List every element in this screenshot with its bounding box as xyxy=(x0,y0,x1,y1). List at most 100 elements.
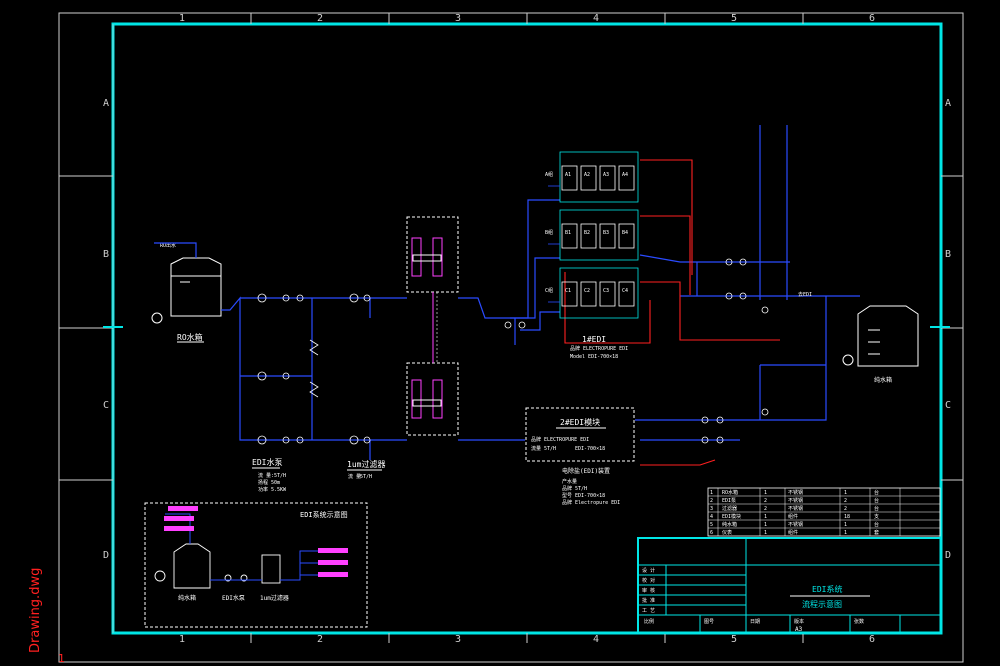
bom-cell: 套 xyxy=(874,529,879,536)
edi-module-tag: A3 xyxy=(603,172,609,178)
edi-module-tag: B1 xyxy=(565,230,571,236)
edi-module-tag: A2 xyxy=(584,172,590,178)
edi1-title: 1#EDI xyxy=(582,335,606,344)
inner-border xyxy=(111,22,943,635)
bom-cell: 5 xyxy=(710,522,713,528)
bom-cell: 18 xyxy=(844,514,850,520)
inset-title: EDI系统示意图 xyxy=(300,510,348,519)
bom-cell: 1 xyxy=(844,522,847,528)
filter-spec: 5T/H xyxy=(360,474,372,480)
edi2-flow: 流量 5T/H xyxy=(531,445,556,452)
pure-tank-tag xyxy=(842,354,854,366)
bom-cell: 1 xyxy=(764,490,767,496)
edi-module[interactable] xyxy=(580,165,597,191)
edi-module-tag: C1 xyxy=(565,288,571,294)
tb-scale: A3 xyxy=(795,626,803,633)
bom-cell: 3 xyxy=(710,506,713,512)
edi-module-tag: B3 xyxy=(603,230,609,236)
bom-cell: 过滤器 xyxy=(722,505,737,512)
edi2-unit[interactable]: 2#EDI模块 品牌 ELECTROPURE EDI 流量 5T/H EDI-7… xyxy=(525,407,635,462)
page-number: 1 xyxy=(58,652,65,665)
svg-text:A组: A组 xyxy=(545,171,553,178)
bom-cell: 1 xyxy=(764,522,767,528)
edi-module[interactable] xyxy=(580,223,597,249)
edi-module-tag: B2 xyxy=(584,230,590,236)
edi-device-spec: 品牌 Electropure EDI xyxy=(562,499,620,506)
bom-cell: 2 xyxy=(764,506,767,512)
ro-tank[interactable] xyxy=(170,257,222,317)
tb-bottom: 比例 xyxy=(644,618,654,625)
filter-lower[interactable] xyxy=(406,362,459,436)
inset-filter-label: 1um过滤器 xyxy=(260,594,289,602)
tb-row: 设 计 xyxy=(642,567,655,574)
edi-module[interactable] xyxy=(561,223,578,249)
bom-cell: EDI泵 xyxy=(722,498,736,504)
bom-cell: 2 xyxy=(844,498,847,504)
filter-1um-label: 1um过滤器 xyxy=(347,459,385,469)
outer-frame xyxy=(58,12,964,663)
bom-cell: 纯水箱 xyxy=(722,521,737,528)
col-label: 5 xyxy=(731,13,737,24)
main-piping xyxy=(221,125,860,460)
filter-upper[interactable] xyxy=(406,216,459,293)
edi-module[interactable] xyxy=(618,281,635,307)
bom-cell: 1 xyxy=(844,530,847,536)
edi-module[interactable] xyxy=(599,281,616,307)
edi1-model: Model EDI-700×18 xyxy=(570,354,618,360)
row-label: C xyxy=(103,400,109,411)
edi-module[interactable] xyxy=(599,223,616,249)
ro-tank-tag xyxy=(151,312,163,324)
column-ticks xyxy=(59,13,963,643)
edi-device-spec: 产水量 xyxy=(562,478,577,485)
bom-cell: 组件 xyxy=(788,513,798,520)
edi-module[interactable] xyxy=(599,165,616,191)
edi-module[interactable] xyxy=(561,165,578,191)
bom-cell: 台 xyxy=(874,489,879,496)
row-label: A xyxy=(103,98,109,109)
col-label: 2 xyxy=(317,634,323,645)
bom-cell: 不锈钢 xyxy=(788,521,803,528)
edi-module[interactable] xyxy=(618,165,635,191)
inset-diagram[interactable]: EDI系统示意图 纯水箱 EDI水泵 1um过滤器 xyxy=(144,502,368,628)
bom-cell: 台 xyxy=(874,521,879,528)
edi2-model: EDI-700×18 xyxy=(575,446,605,452)
edi2-title: 2#EDI模块 xyxy=(560,417,600,427)
row-label: B xyxy=(103,249,109,260)
tb-bottom: 张数 xyxy=(854,618,864,625)
ro-tank-label: RO水箱 xyxy=(177,332,203,342)
bom-cell: 仪表 xyxy=(722,529,732,536)
edi2-brand: 品牌 ELECTROPURE EDI xyxy=(531,436,589,443)
title-main: EDI系统 xyxy=(812,584,842,594)
file-name: Drawing.dwg xyxy=(28,567,43,653)
bom-cell: EDI模块 xyxy=(722,513,741,520)
tb-row: 校 对 xyxy=(642,577,655,584)
row-label: B xyxy=(945,249,951,260)
col-label: 2 xyxy=(317,13,323,24)
edi-module-tag: B4 xyxy=(622,230,628,236)
pure-water-tank[interactable] xyxy=(857,305,919,367)
col-label: 6 xyxy=(869,13,875,24)
valve-symbols xyxy=(257,258,769,445)
bom-cell: 1 xyxy=(844,490,847,496)
bom-cell: 4 xyxy=(710,514,713,520)
col-label: 1 xyxy=(179,13,185,24)
bom-cell: 不锈钢 xyxy=(788,505,803,512)
ro-inlet-label: RO出水 xyxy=(160,242,176,249)
edi-pump-spec: 流 量:5T/H xyxy=(258,472,286,479)
tb-row: 审 核 xyxy=(642,587,655,594)
edi-module-tag: A1 xyxy=(565,172,571,178)
col-label: 4 xyxy=(593,634,599,645)
to-edi-label: 去EDI xyxy=(798,291,812,298)
bom-cell: 支 xyxy=(874,513,879,520)
edi-device-spec: 品牌 5T/H xyxy=(562,485,587,492)
edi-module-tag: C3 xyxy=(603,288,609,294)
col-label: 3 xyxy=(455,634,461,645)
bom-cell: 组件 xyxy=(788,529,798,536)
edi-module[interactable] xyxy=(580,281,597,307)
edi-module[interactable] xyxy=(618,223,635,249)
bom-cell: 台 xyxy=(874,505,879,512)
col-label: 4 xyxy=(593,13,599,24)
edi-module[interactable] xyxy=(561,281,578,307)
